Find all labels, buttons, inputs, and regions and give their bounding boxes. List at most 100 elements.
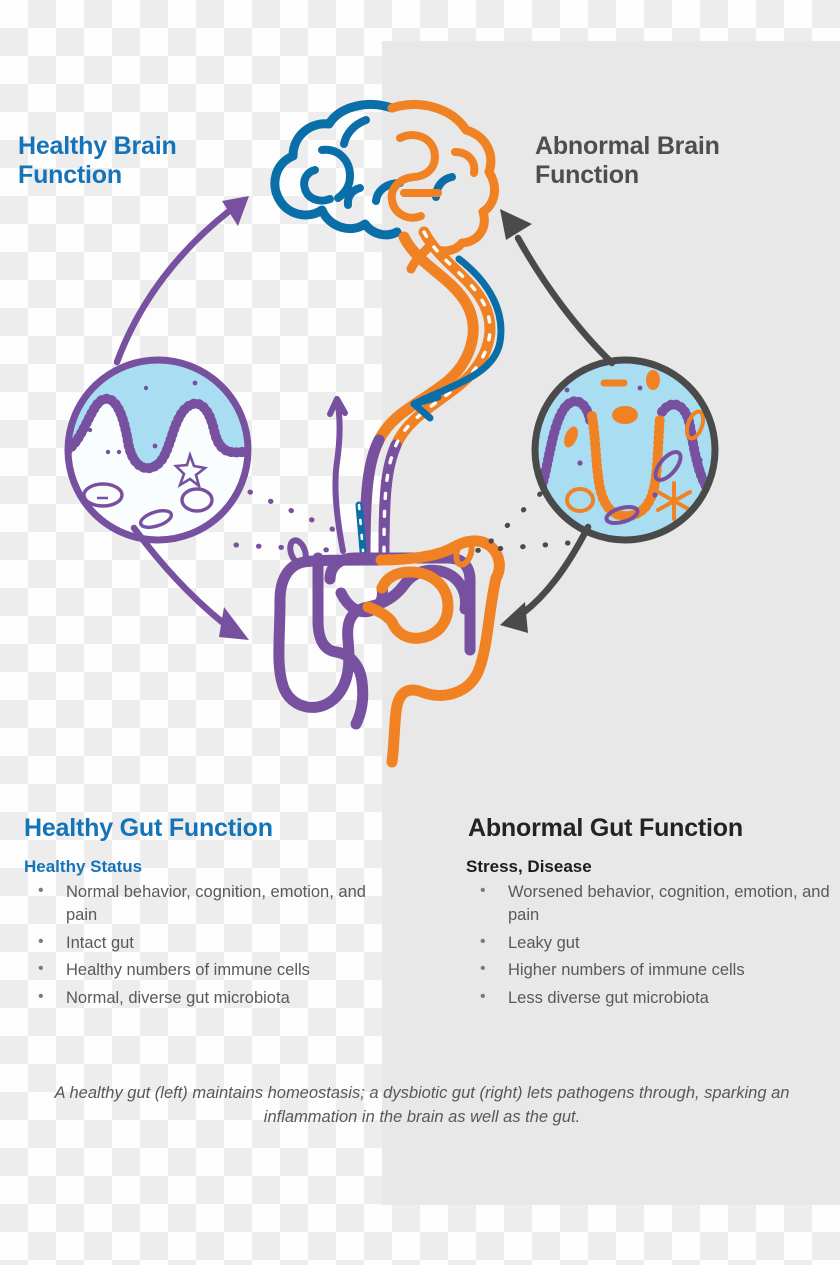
intestine-inner-orange-2 (362, 601, 398, 628)
list-item: • Less diverse gut microbiota (466, 987, 832, 1010)
brain-fold-left-1 (318, 145, 354, 202)
bullet-icon: • (38, 960, 44, 978)
bullet-icon: • (38, 987, 44, 1005)
intestine-inner-purple-2 (312, 552, 342, 658)
left-bacterium-3 (138, 509, 174, 529)
right-feedback-arrows (467, 209, 616, 633)
bullet-icon: • (480, 932, 486, 950)
left-bacterium-2 (180, 487, 214, 513)
healthy-gut-subheading: Healthy Status (24, 857, 143, 876)
brain-illustration (270, 100, 499, 274)
list-item: • Worsened behavior, cognition, emotion,… (466, 881, 832, 928)
brain-fold-left-3 (340, 116, 370, 148)
right-speck-5 (697, 457, 703, 463)
right-bacterium-purple-3 (604, 504, 640, 526)
list-item: • Leaky gut (466, 932, 832, 955)
list-item: • Higher numbers of immune cells (466, 959, 832, 982)
dysbiotic-gut-lining-circle (531, 356, 719, 544)
list-item-label: Higher numbers of immune cells (508, 961, 745, 980)
brain-fold-orange-3 (451, 148, 479, 177)
left-speck-6 (116, 449, 122, 455)
right-bacterium-purple-2 (653, 449, 683, 483)
right-speck-4 (652, 492, 658, 498)
list-item: • Normal behavior, cognition, emotion, a… (24, 881, 380, 928)
abnormal-gut-heading: Abnormal Gut Function (468, 814, 743, 842)
list-item-label: Worsened behavior, cognition, emotion, a… (508, 883, 830, 925)
left-speck-1 (87, 427, 93, 433)
intestine-inner-orange (376, 566, 454, 644)
list-item-label: Leaky gut (508, 933, 580, 952)
abnormal-gut-bullet-list: • Worsened behavior, cognition, emotion,… (466, 881, 832, 1010)
list-item-label: Intact gut (66, 933, 134, 952)
right-speck-2 (637, 385, 643, 391)
intestine-illustration (273, 535, 505, 768)
right-bacterium-orange-3 (646, 370, 660, 390)
right-star-orange (656, 481, 692, 521)
left-feedback-arrows (113, 196, 355, 640)
intestine-right-descend-orange (386, 572, 502, 768)
nerve-purple-ascend (332, 396, 346, 554)
healthy-gut-section: Healthy Gut Function Healthy Status • No… (24, 814, 380, 1010)
list-item-label: Normal behavior, cognition, emotion, and… (66, 883, 366, 925)
nerve-purple-arrowhead (327, 396, 348, 417)
left-speck-2 (143, 385, 149, 391)
right-villus-purple-right (657, 399, 711, 491)
left-speck-4 (152, 443, 158, 449)
left-circle-outline (64, 356, 252, 544)
abnormal-brain-title: Abnormal Brain Function (535, 132, 720, 189)
right-speck-3 (577, 460, 583, 466)
arrow-right-down-shaft (519, 523, 592, 617)
right-speck-1 (564, 387, 570, 393)
healthy-gut-bullet-list: • Normal behavior, cognition, emotion, a… (24, 881, 380, 1010)
right-bacterium-orange-1 (612, 406, 638, 424)
list-item-label: Healthy numbers of immune cells (66, 961, 310, 980)
bullet-icon: • (480, 882, 486, 899)
brain-outline-right (387, 100, 499, 256)
vagus-nerve-pathway (327, 226, 505, 558)
nerve-blue-line (410, 255, 505, 408)
arrow-left-down-shaft (130, 524, 226, 626)
list-item-label: Normal, diverse gut microbiota (66, 988, 290, 1007)
arrow-right-down-head (500, 602, 528, 633)
brain-fold-left-2 (300, 166, 334, 205)
left-villus-1 (68, 393, 163, 474)
right-bacterium-orange-5 (565, 487, 595, 513)
nerve-band-outer-purple (359, 434, 385, 558)
abnormal-gut-subheading: Stress, Disease (466, 857, 592, 876)
bullet-icon: • (38, 882, 44, 899)
right-bacterium-orange-4 (564, 426, 578, 448)
brain-fold-left-4 (343, 184, 364, 209)
arrow-left-down-head (219, 607, 249, 640)
intestine-tail-purple (330, 646, 369, 730)
intestine-valve-purple (287, 537, 309, 567)
arrow-right-up-shaft (514, 234, 616, 367)
list-item: • Intact gut (24, 932, 380, 955)
intestine-valve-orange (453, 536, 475, 568)
healthy-gut-lining-circle (64, 356, 252, 544)
nerve-blue-gut-segment (355, 501, 367, 555)
dotted-connector-right (483, 491, 543, 549)
left-speck-3 (192, 380, 198, 386)
bullet-icon: • (480, 960, 486, 978)
list-item-label: Less diverse gut microbiota (508, 988, 709, 1007)
bullet-icon: • (480, 987, 486, 1005)
left-villus-2 (153, 398, 248, 469)
intestine-inner-purple-1 (324, 552, 476, 656)
bullet-icon: • (38, 932, 44, 950)
healthy-brain-title: Healthy Brain Function (18, 132, 177, 189)
brain-fold-orange-1 (387, 131, 439, 222)
arrow-right-up-head (500, 209, 532, 240)
arrow-left-up-shaft (113, 208, 232, 366)
list-item: • Normal, diverse gut microbiota (24, 987, 380, 1010)
healthy-gut-heading: Healthy Gut Function (24, 814, 273, 842)
left-circle-lumen-mask (68, 400, 248, 540)
right-circle-outline (531, 356, 719, 544)
left-star-1 (173, 450, 209, 490)
figure-caption: A healthy gut (left) maintains homeostas… (54, 1084, 790, 1126)
right-villus-purple-left (535, 396, 595, 497)
right-bacterium-purple-1 (684, 409, 706, 441)
left-speck-5 (105, 449, 111, 455)
abnormal-gut-section: Abnormal Gut Function Stress, Disease • … (466, 814, 832, 1010)
nerve-blue-arrowhead (410, 393, 442, 422)
